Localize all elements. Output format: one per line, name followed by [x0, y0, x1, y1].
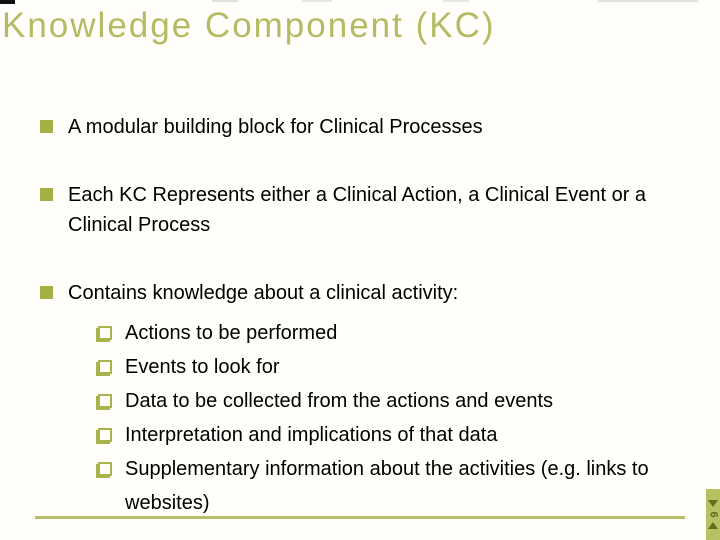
- bullet-text: A modular building block for Clinical Pr…: [68, 116, 483, 138]
- checkbox-bullet-icon: [98, 326, 112, 340]
- bullet-item: Contains knowledge about a clinical acti…: [40, 278, 662, 520]
- sub-bullet-text: Data to be collected from the actions an…: [125, 390, 554, 412]
- square-bullet-icon: [40, 188, 53, 201]
- sub-bullet-item: Supplementary information about the acti…: [96, 452, 662, 520]
- checkbox-bullet-icon: [98, 462, 112, 476]
- scan-artifact: [443, 0, 469, 2]
- bullet-item: A modular building block for Clinical Pr…: [40, 112, 662, 142]
- square-bullet-icon: [40, 286, 53, 299]
- sub-bullet-text: Actions to be performed: [125, 322, 338, 344]
- bullet-text: Contains knowledge about a clinical acti…: [68, 282, 459, 304]
- scan-artifact: [598, 0, 698, 2]
- sub-bullet-text: Supplementary information about the acti…: [125, 458, 649, 514]
- slide-body: A modular building block for Clinical Pr…: [40, 112, 662, 520]
- sub-bullet-text: Interpretation and implications of that …: [125, 424, 498, 446]
- checkbox-bullet-icon: [98, 360, 112, 374]
- sub-bullet-text: Events to look for: [125, 356, 280, 378]
- footer-rule: [35, 516, 685, 519]
- slide-number: 6: [707, 511, 720, 518]
- sub-bullet-item: Interpretation and implications of that …: [96, 418, 662, 452]
- scan-artifact: [212, 0, 238, 2]
- bullet-list: A modular building block for Clinical Pr…: [40, 112, 662, 520]
- scan-artifact: [302, 0, 332, 2]
- nav-prev-icon[interactable]: [708, 522, 718, 529]
- checkbox-bullet-icon: [98, 394, 112, 408]
- sub-bullet-list: Actions to be performed Events to look f…: [96, 316, 662, 520]
- bullet-item: Each KC Represents either a Clinical Act…: [40, 180, 662, 240]
- sub-bullet-item: Actions to be performed: [96, 316, 662, 350]
- slide-nav-strip: 6: [706, 489, 720, 540]
- scan-artifact: [0, 0, 15, 4]
- sub-bullet-item: Data to be collected from the actions an…: [96, 384, 662, 418]
- slide-title: Knowledge Component (KC): [2, 6, 496, 45]
- checkbox-bullet-icon: [98, 428, 112, 442]
- square-bullet-icon: [40, 120, 53, 133]
- sub-bullet-item: Events to look for: [96, 350, 662, 384]
- nav-next-icon[interactable]: [708, 500, 718, 507]
- bullet-text: Each KC Represents either a Clinical Act…: [68, 184, 647, 236]
